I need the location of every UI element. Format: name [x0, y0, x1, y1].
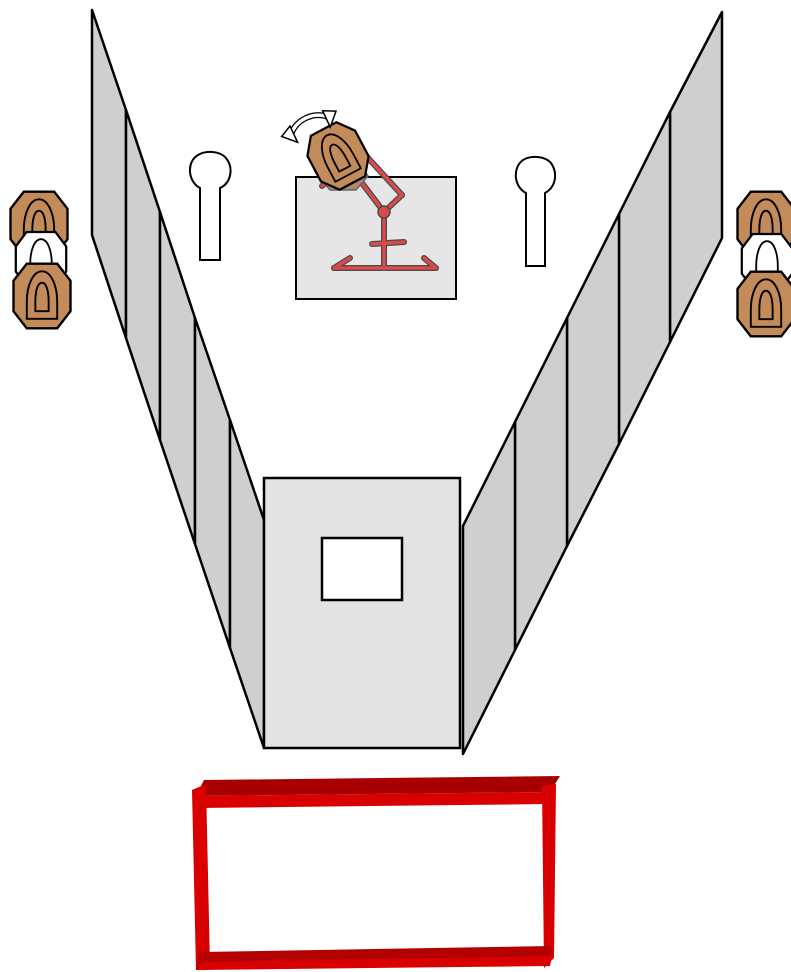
mechanism-pivot — [377, 205, 391, 219]
right-wall-panel-1 — [668, 10, 724, 344]
moving-target-mechanism — [280, 109, 457, 300]
booth — [262, 476, 462, 750]
left-wall-panel-5 — [228, 418, 266, 750]
right-post — [514, 155, 557, 267]
rotate-arrow-icon — [280, 109, 338, 144]
left-wall-panel-3 — [158, 210, 197, 546]
right-wall-panel-2 — [617, 110, 672, 446]
right-wall-panel-5 — [461, 420, 517, 756]
left-wall-panel-4 — [193, 316, 232, 650]
shooting-position-box — [192, 776, 560, 970]
left-wall-panel-2 — [124, 108, 162, 442]
mechanism-frame — [295, 176, 457, 300]
left-post — [189, 150, 232, 261]
right-wall-panel-4 — [513, 316, 569, 652]
booth-window — [320, 536, 404, 602]
left-target-stack — [9, 190, 72, 330]
left-wall — [90, 8, 266, 750]
right-wall-panel-3 — [565, 212, 621, 548]
left-wall-panel-1 — [90, 8, 128, 340]
right-wall — [461, 10, 724, 756]
right-target-stack — [736, 190, 791, 338]
